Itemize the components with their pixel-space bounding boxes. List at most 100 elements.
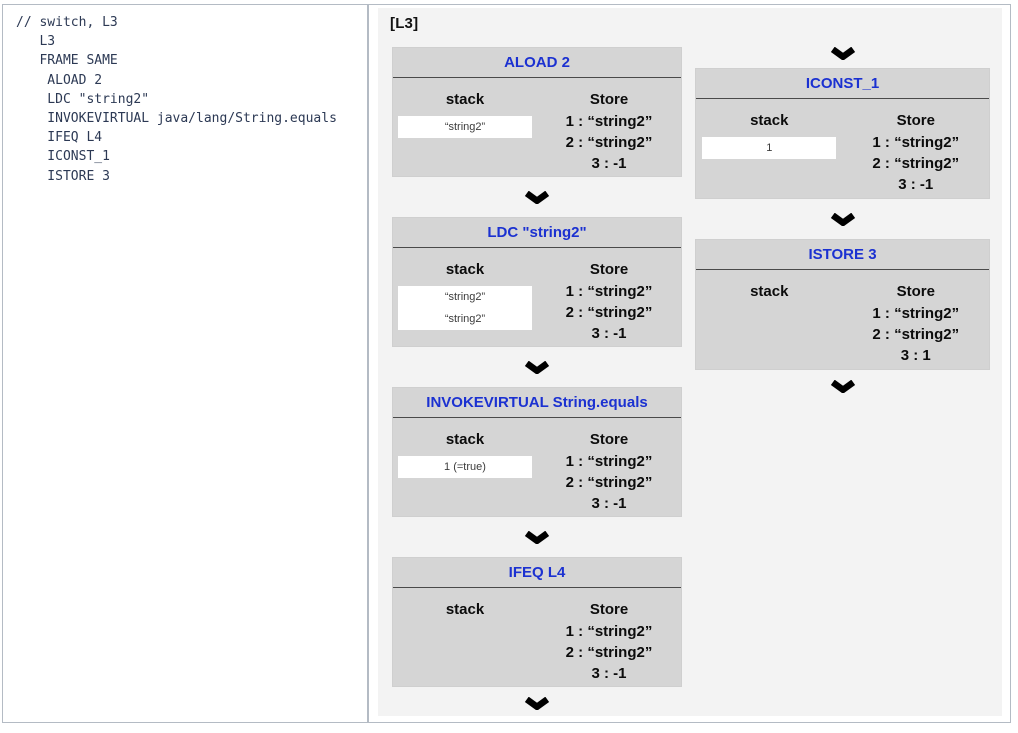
stack-header: stack bbox=[750, 283, 789, 300]
code-line: ICONST_1 bbox=[16, 149, 110, 165]
store-header: Store bbox=[589, 601, 629, 618]
stack-column: stack bbox=[393, 588, 537, 684]
stack-header: stack bbox=[445, 91, 485, 108]
instruction-state: stack “string2” “string2” Store 1 : “stri… bbox=[393, 248, 681, 344]
store-entry: 1 : “string2” bbox=[872, 305, 960, 322]
store-entries: 1 : “string2” 2 : “string2” 3 : -1 bbox=[537, 451, 681, 514]
pane-divider bbox=[367, 5, 369, 723]
store-entry: 1 : “string2” bbox=[565, 113, 653, 130]
store-entries: 1 : “string2”2 : “string2”3 : -1 bbox=[843, 132, 990, 195]
execution-flow-panel: [L3] ALOAD 2 stack “string2” Store 1 : “… bbox=[378, 8, 1002, 716]
store-column: Store 1 : “string2” 2 : “string2” 3 : 1 bbox=[843, 270, 990, 366]
store-column: Store 1 : “string2” 2 : “string2” 3 : -1 bbox=[537, 588, 681, 684]
store-entry: 2 : “string2” bbox=[872, 326, 960, 343]
stack-header: stack bbox=[445, 261, 485, 278]
instruction-state: stack Store 1 : “string2” 2 : “string2” 3 … bbox=[393, 588, 681, 684]
store-header: Store bbox=[896, 283, 935, 300]
instruction-box-ldc: LDC "string2" stack “string2” “string2” S… bbox=[392, 217, 682, 347]
code-line: FRAME SAME bbox=[16, 53, 118, 69]
instruction-title: LDC "string2" bbox=[393, 218, 681, 248]
stack-values: 1 (=true) bbox=[398, 456, 532, 478]
store-entries: 1 : “string2” 2 : “string2” 3 : 1 bbox=[843, 303, 990, 366]
chevron-down-icon bbox=[830, 212, 855, 226]
instruction-state: stack 1 Store 1 : “string2” 2 : “string2”… bbox=[696, 99, 989, 195]
store-column: Store 1 : “string2” 2 : “string2” 3 : -1 bbox=[537, 418, 681, 514]
store-entries: 1 : “string2” 2 : “string2” 3 : -1 bbox=[537, 111, 681, 174]
store-entry: 1 : “string2” bbox=[565, 283, 653, 300]
code-line: ISTORE 3 bbox=[16, 168, 110, 184]
chevron-down-icon bbox=[524, 697, 550, 710]
stack-values: 1 bbox=[702, 137, 837, 159]
store-entry: 2 : “string2” bbox=[565, 134, 653, 151]
chevron-down-icon bbox=[830, 47, 855, 60]
stack-column: stack “string2” bbox=[393, 78, 537, 174]
flow-arrow bbox=[392, 347, 682, 387]
code-line: L3 bbox=[16, 34, 56, 50]
chevron-down-icon bbox=[830, 380, 855, 393]
store-entry: 3 : 1 bbox=[900, 347, 931, 364]
store-entry: 2 : “string2” bbox=[565, 304, 653, 321]
store-entries: 1 : “string2” 2 : “string2” 3 : -1 bbox=[537, 621, 681, 684]
store-header: Store bbox=[589, 431, 629, 448]
stack-column: stack bbox=[696, 270, 843, 366]
stack-column: stack 1 (=true) bbox=[393, 418, 537, 514]
code-line: IFEQ L4 bbox=[16, 130, 103, 146]
stack-header: stack bbox=[445, 601, 485, 618]
flow-arrow bbox=[392, 177, 682, 217]
code-line: LDC "string2" bbox=[16, 91, 150, 107]
code-line: // switch, L3 bbox=[16, 15, 118, 30]
stack-item: “string2” bbox=[444, 291, 486, 303]
stack-values: “string2” “string2” bbox=[398, 286, 532, 330]
stack-column: stack “string2” “string2” bbox=[393, 248, 537, 344]
store-entry: 1 : “string2” bbox=[565, 453, 653, 470]
flow-column-left: ALOAD 2 stack “string2” Store 1 : “strin… bbox=[392, 47, 682, 720]
store-header: Store bbox=[589, 91, 629, 108]
store-entry: 3 : -1 bbox=[591, 325, 627, 342]
code-line: ALOAD 2 bbox=[16, 72, 103, 88]
store-column: Store 1 : “string2” 2 : “string2” 3 : -1 bbox=[537, 248, 681, 344]
store-entry: 1 : “string2” bbox=[872, 134, 960, 151]
stack-column: stack 1 bbox=[696, 99, 843, 195]
instruction-box-invokevirtual: INVOKEVIRTUAL String.equals stack 1 (=tr… bbox=[392, 387, 682, 517]
instruction-box-istore3: ISTORE 3 stack Store 1 : “string2” 2 : “s… bbox=[695, 239, 990, 370]
stack-item: 1 bbox=[766, 142, 773, 154]
instruction-state: stack “string2” Store 1 : “string2” 2 : “… bbox=[393, 78, 681, 174]
store-entry: 2 : “string2” bbox=[872, 155, 960, 172]
code-line: INVOKEVIRTUAL java/lang/String.equals bbox=[16, 111, 337, 127]
store-entry: 2 : “string2” bbox=[565, 644, 653, 661]
store-entry: 3 : -1 bbox=[591, 495, 627, 512]
chevron-down-icon bbox=[524, 530, 550, 544]
store-entry: 2 : “string2” bbox=[565, 474, 653, 491]
store-column: Store 1 : “string2” 2 : “string2” 3 : -1 bbox=[537, 78, 681, 174]
flow-arrow bbox=[695, 370, 990, 403]
instruction-box-ifeq: IFEQ L4 stack Store 1 : “string2” 2 : “st… bbox=[392, 557, 682, 687]
instruction-title: ISTORE 3 bbox=[696, 240, 989, 270]
chevron-down-icon bbox=[524, 360, 550, 374]
instruction-state: stack 1 (=true) Store 1 : “string2” 2 : “… bbox=[393, 418, 681, 514]
stack-item: 1 (=true) bbox=[444, 461, 486, 473]
instruction-box-aload2: ALOAD 2 stack “string2” Store 1 : “strin… bbox=[392, 47, 682, 177]
instruction-title: IFEQ L4 bbox=[393, 558, 681, 588]
store-entry: 3 : -1 bbox=[591, 665, 627, 682]
flow-arrow bbox=[695, 39, 990, 68]
instruction-box-iconst1: ICONST_1 stack 1 Store 1 : “string2” 2 : … bbox=[695, 68, 990, 199]
store-entry: 3 : -1 bbox=[591, 155, 627, 172]
instruction-state: stack Store 1 : “string2” 2 : “string2” 3 … bbox=[696, 270, 989, 366]
store-header: Store bbox=[896, 112, 935, 129]
stack-item: “string2” bbox=[444, 121, 486, 133]
store-header: Store bbox=[589, 261, 629, 278]
instruction-title: INVOKEVIRTUAL String.equals bbox=[393, 388, 681, 418]
flow-arrow bbox=[695, 199, 990, 239]
store-entry: 1 : “string2” bbox=[565, 623, 653, 640]
store-column: Store 1 : “string2”2 : “string2”3 : -1 bbox=[843, 99, 990, 195]
flow-arrow bbox=[392, 517, 682, 557]
chevron-down-icon bbox=[524, 190, 550, 204]
stack-item: “string2” bbox=[444, 313, 486, 325]
flow-arrow bbox=[392, 687, 682, 720]
stack-header: stack bbox=[445, 431, 485, 448]
instruction-title: ICONST_1 bbox=[696, 69, 989, 99]
bytecode-source-pane: // switch, L3 L3 FRAME SAME ALOAD 2 LDC … bbox=[16, 13, 356, 186]
flow-column-right: ICONST_1 stack 1 Store 1 : “string2” 2 : … bbox=[695, 39, 990, 403]
label-block-l3: [L3] bbox=[390, 15, 419, 32]
stack-values: “string2” bbox=[398, 116, 532, 138]
